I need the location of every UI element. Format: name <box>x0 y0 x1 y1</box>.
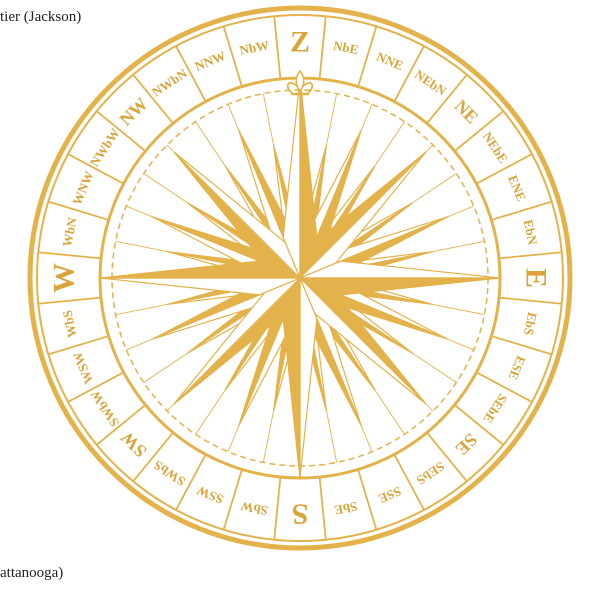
caption-top: tier (Jackson) <box>0 9 81 26</box>
compass-point-label: Z <box>290 25 310 58</box>
compass-point-label: E <box>520 268 553 288</box>
compass-point-label: S <box>292 498 309 531</box>
caption-bottom: attanooga) <box>0 565 63 582</box>
compass-point-label: W <box>47 263 80 293</box>
